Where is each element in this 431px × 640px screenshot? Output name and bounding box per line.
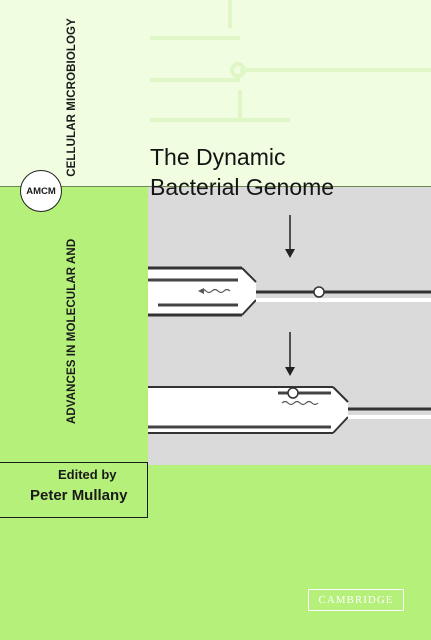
book-title: The Dynamic Bacterial Genome bbox=[150, 142, 420, 202]
edited-by-label: Edited by bbox=[58, 467, 117, 482]
dna-replication-figure bbox=[148, 215, 431, 434]
publisher-logo: CAMBRIDGE bbox=[308, 589, 404, 611]
series-line-advances: ADVANCES IN MOLECULAR AND bbox=[66, 238, 78, 424]
editor-name: Peter Mullany bbox=[30, 487, 128, 504]
replication-fork-top bbox=[148, 266, 431, 317]
background-diagram bbox=[150, 0, 431, 122]
divider-line bbox=[0, 186, 431, 187]
title-line-2: Bacterial Genome bbox=[150, 174, 335, 200]
title-line-1: The Dynamic bbox=[150, 144, 286, 170]
replication-fork-bottom bbox=[148, 386, 431, 434]
editor-box bbox=[0, 462, 148, 518]
series-badge: AMCM bbox=[20, 170, 62, 212]
series-name-vertical: ADVANCES IN MOLECULAR AND CELLULAR MICRO… bbox=[52, 18, 92, 424]
series-line-cellular: CELLULAR MICROBIOLOGY bbox=[66, 18, 78, 177]
top-panel bbox=[0, 0, 431, 187]
arrow-down-icon-top bbox=[285, 215, 295, 258]
arrow-down-icon-bottom bbox=[285, 332, 295, 376]
